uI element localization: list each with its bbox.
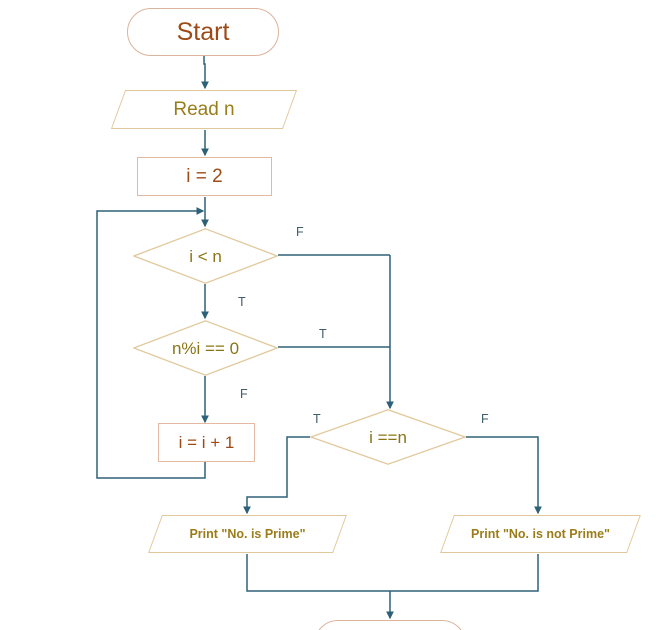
node-init-i-label: i = 2 <box>186 166 223 187</box>
edge-label-mod-false: F <box>240 387 248 401</box>
node-cond-mod-label: n%i == 0 <box>171 338 240 358</box>
edge-label-i-eq-n-false: F <box>481 412 489 426</box>
node-incr-i[interactable]: i = i + 1 <box>158 423 255 462</box>
edge-label-i-lt-n-true: T <box>238 295 246 309</box>
diamond-shape <box>133 320 278 376</box>
node-read-n[interactable]: Read n <box>110 90 298 129</box>
node-print-not-prime[interactable]: Print "No. is not Prime" <box>440 515 641 553</box>
diamond-shape <box>310 409 466 465</box>
node-cond-i-lt-n-label: i < n <box>189 246 222 266</box>
node-print-prime[interactable]: Print "No. is Prime" <box>148 515 347 553</box>
node-start[interactable]: Start <box>127 8 279 56</box>
edge-eq-true-to-print-prime <box>243 436 310 515</box>
node-start-label: Start <box>176 17 230 46</box>
node-read-n-label: Read n <box>173 99 235 120</box>
node-cond-mod[interactable]: n%i == 0 <box>133 320 278 376</box>
node-print-prime-label: Print "No. is Prime" <box>189 526 306 541</box>
edge-eq-false-to-print-not <box>466 436 542 515</box>
node-cond-i-eq-n[interactable]: i ==n <box>310 409 466 465</box>
diamond-shape <box>133 228 278 284</box>
node-print-not-prime-label: Print "No. is not Prime" <box>471 526 610 541</box>
edge-start-to-read <box>201 56 209 90</box>
edge-label-mod-true: T <box>319 327 327 341</box>
node-cond-i-eq-n-label: i ==n <box>369 427 407 447</box>
edge-bottom-merge-bus <box>246 554 539 592</box>
node-incr-i-label: i = i + 1 <box>178 433 235 452</box>
edge-label-i-lt-n-false: F <box>296 225 304 239</box>
node-cond-i-lt-n[interactable]: i < n <box>133 228 278 284</box>
edge-label-i-eq-n-true: T <box>313 412 321 426</box>
node-init-i[interactable]: i = 2 <box>137 157 272 196</box>
node-stop[interactable] <box>314 620 466 630</box>
